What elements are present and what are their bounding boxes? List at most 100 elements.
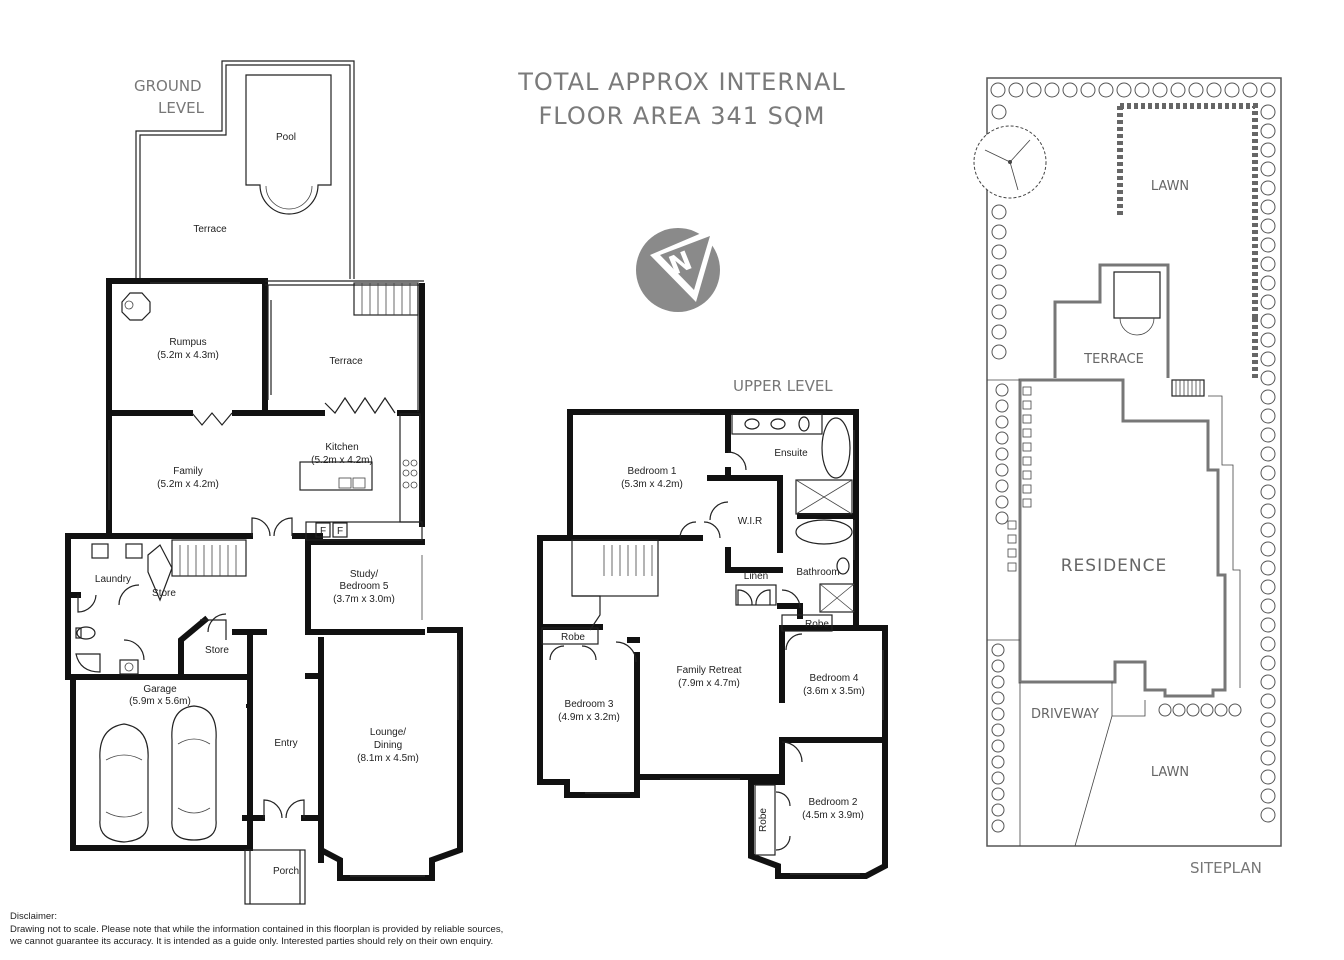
kitchen-island xyxy=(299,461,373,491)
laundry-label: Laundry xyxy=(95,574,131,585)
ground-level-label-1: GROUND xyxy=(134,77,202,95)
hedge-bush xyxy=(1260,522,1276,538)
hedge-bush xyxy=(990,82,1006,98)
site-terrace xyxy=(1053,263,1170,378)
hedge-bush xyxy=(1188,82,1204,98)
hedge-bush xyxy=(1260,142,1276,158)
hedge-bush xyxy=(1260,123,1276,139)
hedge-bush xyxy=(995,431,1009,445)
hedge-bush xyxy=(1260,82,1276,98)
upper-level-plan xyxy=(537,409,888,879)
bedroom3-size: (4.9m x 3.2m) xyxy=(558,712,620,723)
title-line-2: FLOOR AREA 341 SQM xyxy=(539,102,826,130)
hedge-bush xyxy=(1044,82,1060,98)
linen-label: Linen xyxy=(744,571,768,582)
hedge-bush xyxy=(1260,332,1276,348)
ground-level-label-2: LEVEL xyxy=(158,99,205,117)
siteplan-label: SITEPLAN xyxy=(1190,859,1262,877)
hedge-bush xyxy=(1172,703,1186,717)
rumpus-label: Rumpus xyxy=(169,337,206,348)
hedge-bush xyxy=(1260,313,1276,329)
hedge-bush xyxy=(1008,82,1024,98)
hedge-bush xyxy=(1260,180,1276,196)
hedge-bush xyxy=(1260,560,1276,576)
hedge-bush xyxy=(1260,598,1276,614)
hedge-bush xyxy=(1260,294,1276,310)
hedge-bush xyxy=(1260,389,1276,405)
family-size: (5.2m x 4.2m) xyxy=(157,479,219,490)
car-right-icon xyxy=(171,705,217,841)
fireplace-icon xyxy=(121,292,151,321)
hedge-bush xyxy=(1260,237,1276,253)
hedge-bush xyxy=(1260,655,1276,671)
hedge-bush xyxy=(991,304,1007,320)
hedge-bush xyxy=(991,643,1005,657)
hedge-bush xyxy=(1206,82,1222,98)
hedge-bush xyxy=(1098,82,1114,98)
hedge-bush xyxy=(1242,82,1258,98)
hedge-bush xyxy=(995,479,1009,493)
lounge-label-2: Dining xyxy=(374,740,402,751)
disclaimer-line-1: Drawing not to scale. Please note that w… xyxy=(10,923,504,935)
hedge-bush xyxy=(995,511,1009,525)
site-boundary xyxy=(986,77,1282,847)
hedge-bush xyxy=(991,204,1007,220)
hedge-bush xyxy=(1260,731,1276,747)
hedge-bush xyxy=(1158,703,1172,717)
kitchen-size: (5.2m x 4.2m) xyxy=(311,455,373,466)
hedge-bush xyxy=(1260,674,1276,690)
wir-label: W.I.R xyxy=(738,516,762,527)
bedroom2-label: Bedroom 2 xyxy=(809,797,858,808)
fridge-2 xyxy=(332,522,348,538)
hedge-bush xyxy=(1260,636,1276,652)
hedge-bush xyxy=(1260,161,1276,177)
bedroom4-size: (3.6m x 3.5m) xyxy=(803,686,865,697)
hedge-bush xyxy=(1186,703,1200,717)
hedge-bush xyxy=(991,324,1007,340)
hedge-bush xyxy=(1260,484,1276,500)
bedroom2-size: (4.5m x 3.9m) xyxy=(802,810,864,821)
hedge-bush xyxy=(1260,617,1276,633)
hedge-bush xyxy=(1228,703,1242,717)
hedge-bush xyxy=(995,399,1009,413)
fridge-label-2: F xyxy=(337,526,343,537)
store-label-1: Store xyxy=(152,588,176,599)
hedge-bush xyxy=(991,691,1005,705)
garage-label: Garage xyxy=(143,684,177,695)
hedge-bush xyxy=(1170,82,1186,98)
hedge-bush xyxy=(995,495,1009,509)
car-left-icon xyxy=(99,723,149,843)
bedroom3-label: Bedroom 3 xyxy=(565,699,614,710)
study-label-1: Study/ xyxy=(350,569,379,580)
porch-label: Porch xyxy=(273,866,299,877)
hedge-bush xyxy=(1260,218,1276,234)
hedge-bush xyxy=(1260,370,1276,386)
entry-label: Entry xyxy=(274,738,297,749)
pool-shape xyxy=(245,74,332,215)
site-terrace-label: TERRACE xyxy=(1083,352,1144,367)
hedge-bush xyxy=(1200,703,1214,717)
hedge-bush xyxy=(1260,256,1276,272)
family-label: Family xyxy=(173,466,202,477)
hedge-bush xyxy=(991,244,1007,260)
hedge-bush xyxy=(991,675,1005,689)
rumpus-size: (5.2m x 4.3m) xyxy=(157,350,219,361)
ensuite-bath xyxy=(821,417,851,479)
upper-stairs xyxy=(571,539,659,631)
hedge-bush xyxy=(1062,82,1078,98)
bedroom1-size: (5.3m x 4.2m) xyxy=(621,479,683,490)
hedge-bush xyxy=(1260,712,1276,728)
hedge-bush xyxy=(1260,104,1276,120)
bathroom-bath xyxy=(795,519,853,545)
hedge-bush xyxy=(1260,503,1276,519)
pool-label: Pool xyxy=(276,132,296,143)
hedge-bush xyxy=(1224,82,1240,98)
hedge-bush xyxy=(1260,750,1276,766)
family-retreat-label: Family Retreat xyxy=(676,665,741,676)
garage-size: (5.9m x 5.6m) xyxy=(129,696,191,707)
robe-b4-label: Robe xyxy=(805,619,829,630)
bifold-door-kitchen xyxy=(324,396,396,415)
ground-level-plan: F F xyxy=(65,60,463,905)
hedge-bush xyxy=(991,224,1007,240)
study-size: (3.7m x 3.0m) xyxy=(333,594,395,605)
